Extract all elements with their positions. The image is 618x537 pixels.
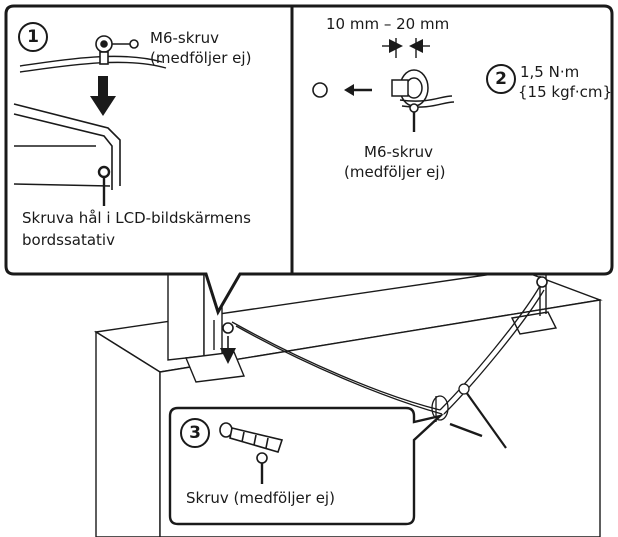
step1-hole-label-line2: bordssatativ [22, 231, 115, 249]
step1-stand-edge [13, 55, 167, 190]
step1-screw-label-line1: M6-skruv [150, 29, 219, 47]
stand-screw-right [536, 276, 548, 288]
step-number-3: 3 [180, 418, 210, 448]
step1-detail-arrow [312, 82, 372, 98]
torque-label-line1: 1,5 N·m [520, 63, 580, 81]
step1-detail-screw [391, 69, 455, 132]
step1-down-arrow [90, 76, 116, 116]
cable [231, 285, 545, 449]
step1-hole-label-line1: Skruva hål i LCD-bildskärmens [22, 209, 251, 227]
dimension-label: 10 mm – 20 mm [326, 15, 450, 33]
step1-screw [95, 35, 139, 65]
stand-screw-left [220, 322, 236, 364]
step3-screw [219, 422, 284, 484]
step1-hole-leader [97, 165, 111, 206]
step3-screw-label: Skruv (medföljer ej) [186, 489, 335, 507]
callout-step1 [4, 4, 614, 316]
step1-detail-dimension [382, 38, 430, 58]
step-number-1: 1 [18, 22, 48, 52]
step1-detail-screw-label-line1: M6-skruv [364, 143, 433, 161]
torque-label-line2: {15 kgf·cm} [518, 83, 613, 101]
step-number-2: 2 [486, 64, 516, 94]
step1-screw-label-line2: (medföljer ej) [150, 49, 252, 67]
step1-detail-screw-label-line2: (medföljer ej) [344, 163, 446, 181]
